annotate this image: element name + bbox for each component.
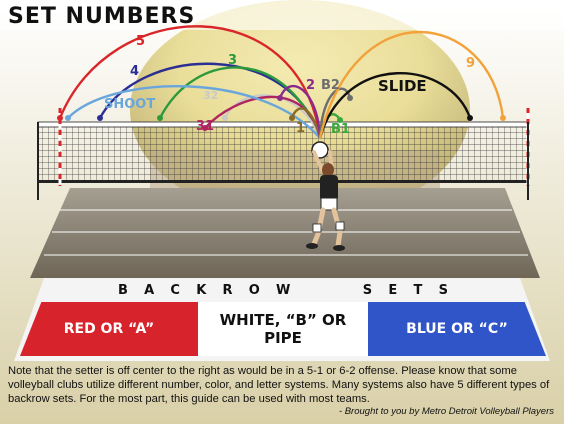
net-mesh	[38, 124, 528, 182]
banner-letter: C	[170, 282, 180, 298]
set-5-label: 5	[136, 34, 146, 49]
set-1-label: 1	[296, 121, 306, 136]
set-32-label: 32	[203, 89, 219, 102]
banner-letter: R	[222, 282, 233, 298]
white-zone-label: WHITE, “B” OR PIPE	[219, 311, 347, 347]
set-5-arc	[58, 25, 322, 139]
banner-letter: W	[276, 282, 291, 298]
backrow-zone-red: RED OR “A”	[20, 302, 198, 356]
credit-line: - Brought to you by Metro Detroit Volley…	[338, 406, 554, 417]
set-4-label: 4	[130, 64, 140, 79]
banner-letter: A	[144, 282, 155, 298]
red-zone-label: RED OR “A”	[63, 321, 155, 337]
banner-letter: K	[196, 282, 207, 298]
slide-arc	[318, 72, 472, 139]
net-top-band	[37, 121, 529, 128]
setter-player-figure	[306, 141, 345, 251]
banner-letter: O	[248, 282, 260, 298]
page-title: SET NUMBERS	[8, 4, 196, 29]
set-2-arc	[278, 85, 322, 139]
set-1-arc	[290, 107, 322, 139]
set-b1-label: B1	[331, 122, 350, 137]
backrow-sets-banner: B A C K R O W S E T S	[118, 281, 448, 299]
set-shoot-label: SHOOT	[104, 97, 156, 112]
net-bottom-band	[38, 180, 528, 183]
banner-letter: B	[118, 282, 128, 298]
set-2-label: 2	[306, 78, 316, 93]
set-31-label: 31	[196, 119, 215, 134]
banner-letter: E	[388, 282, 398, 298]
banner-letter: T	[413, 282, 423, 298]
top-haze	[0, 0, 564, 30]
set-b2-label: B2	[321, 78, 340, 93]
explanatory-note: Note that the setter is off center to th…	[8, 365, 550, 405]
court-floor	[30, 188, 540, 278]
set-slide-label: SLIDE	[378, 77, 427, 95]
set-9-label: 9	[466, 56, 476, 71]
set-3-label: 3	[228, 53, 238, 68]
banner-letter: S	[438, 282, 448, 298]
backrow-zone-blue: BLUE OR “C”	[368, 302, 546, 356]
blue-zone-label: BLUE OR “C”	[406, 321, 508, 337]
banner-letter: S	[362, 282, 373, 298]
backrow-zone-white: WHITE, “B” OR PIPE	[198, 302, 368, 356]
set-9-arc	[318, 30, 505, 139]
